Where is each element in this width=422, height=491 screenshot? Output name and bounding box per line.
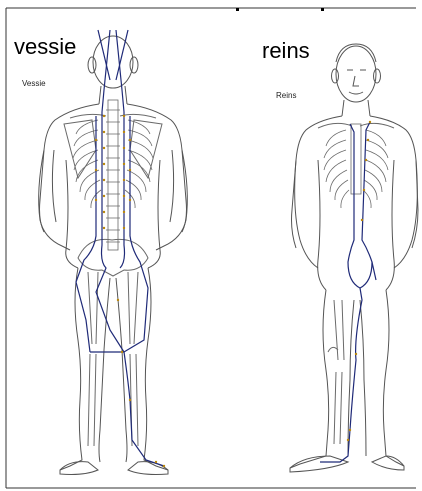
left-body-figure	[39, 36, 188, 475]
left-title: vessie	[14, 36, 76, 58]
right-body-figure	[290, 44, 418, 472]
left-label: Vessie	[22, 80, 46, 88]
right-ear-l	[332, 69, 339, 83]
left-arm-r	[156, 150, 187, 250]
left-clavicles	[70, 114, 156, 118]
left-leg-l	[60, 268, 82, 470]
right-face	[347, 70, 366, 94]
frame-tick-1	[236, 8, 239, 11]
left-leg-r-inner	[116, 278, 127, 462]
right-foot-r	[372, 456, 404, 470]
left-femur-r	[128, 272, 138, 344]
right-tibia-l	[334, 372, 342, 444]
right-kneecap	[328, 347, 338, 352]
left-ear-r	[130, 57, 138, 73]
left-head	[93, 36, 133, 88]
right-hair	[336, 44, 376, 62]
left-torso	[40, 104, 187, 268]
left-femur-l	[88, 272, 98, 344]
right-title: reins	[262, 40, 310, 62]
left-forearm-inner	[52, 150, 173, 222]
left-tibia-l	[88, 354, 96, 446]
right-leg-l	[290, 290, 329, 468]
left-ear-l	[88, 57, 96, 73]
right-arm-r	[394, 160, 417, 268]
right-ear-r	[374, 69, 381, 83]
frame-tick-2	[321, 8, 324, 11]
right-leg-l-inner	[348, 300, 354, 456]
right-ribcage	[324, 124, 388, 208]
right-leg-r	[383, 290, 404, 466]
right-leg-r-inner	[360, 300, 366, 456]
left-ribcage	[73, 100, 153, 250]
right-arm-l	[295, 160, 318, 268]
right-femur-l	[334, 300, 344, 360]
right-label: Reins	[276, 92, 296, 100]
left-arm-l	[39, 150, 70, 250]
